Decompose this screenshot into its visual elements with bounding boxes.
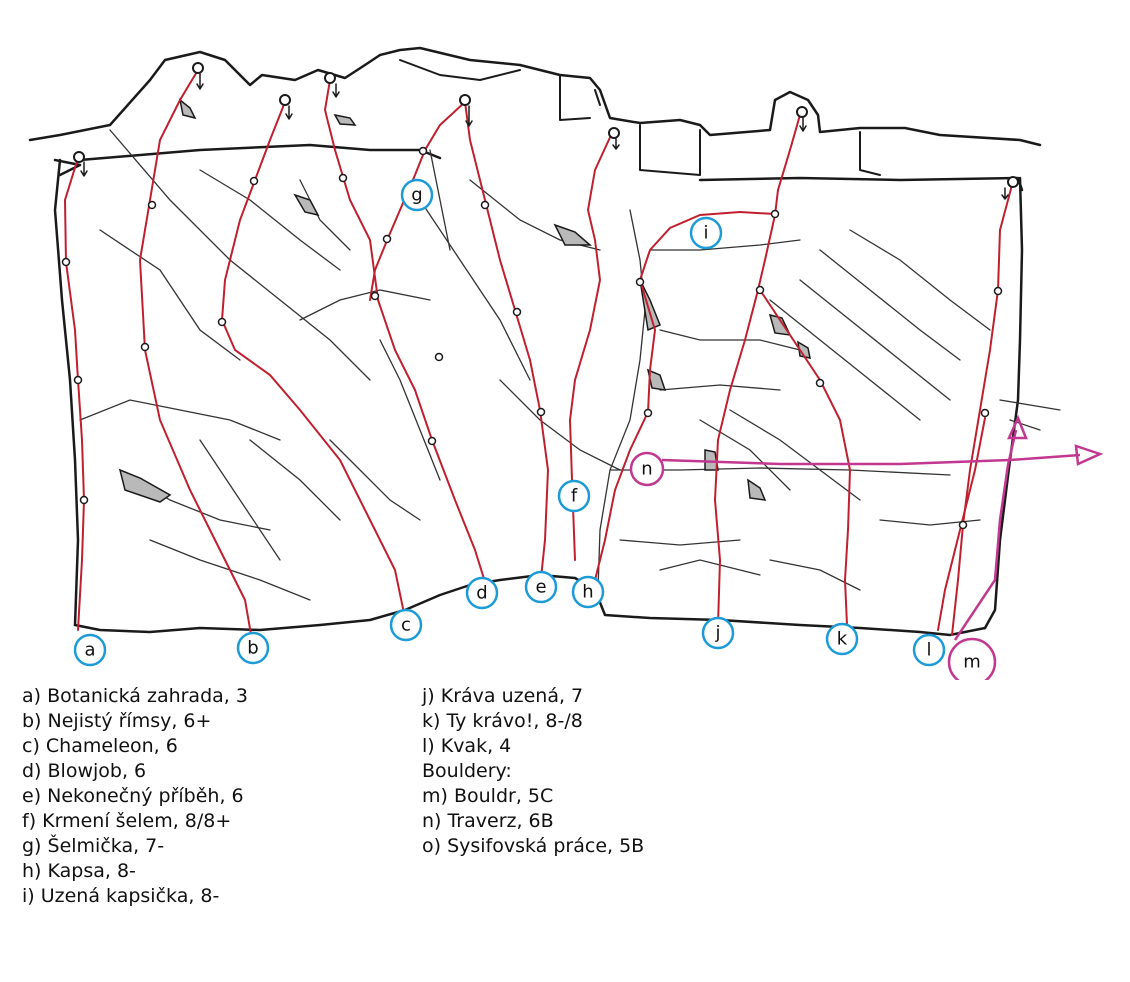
anchor-f	[608, 127, 620, 150]
marker-f: f	[557, 479, 591, 513]
anchors	[73, 62, 1019, 200]
marker-d: d	[465, 576, 499, 610]
marker-c: c	[389, 608, 423, 642]
legend-item: a) Botanická zahrada, 3	[22, 685, 248, 707]
anchor-e	[459, 94, 473, 127]
legend-item: l) Kvak, 4	[422, 735, 512, 757]
marker-b: b	[236, 631, 270, 665]
legend-item: b) Nejistý římsy, 6+	[22, 710, 212, 732]
legend-item: i) Uzená kapsička, 8-	[22, 885, 220, 907]
marker-n: n	[629, 451, 665, 487]
marker-h-label: h	[582, 582, 593, 603]
legend-item: j) Kráva uzená, 7	[422, 685, 584, 707]
route-legend-left: a) Botanická zahrada, 3 b) Nejistý římsy…	[22, 684, 248, 909]
anchor-a	[73, 151, 88, 177]
route-c-line	[220, 101, 406, 619]
route-l-second-line	[937, 417, 986, 631]
boulder-lines	[661, 414, 1104, 641]
legend-item: f) Krmení šelem, 8/8+	[22, 810, 232, 832]
marker-i: i	[689, 216, 723, 250]
marker-d-label: d	[476, 583, 487, 604]
anchor-b	[192, 62, 204, 90]
route-l-line	[951, 184, 1013, 636]
rock-cracks	[79, 129, 1061, 601]
route-h-line	[594, 279, 657, 581]
marker-f-label: f	[571, 486, 578, 507]
marker-m-label: m	[963, 652, 981, 673]
marker-m: m	[947, 637, 997, 680]
marker-k: k	[825, 622, 859, 656]
marker-b-label: b	[247, 638, 258, 659]
traverse-arrowhead	[1074, 444, 1104, 466]
route-e-line	[464, 101, 550, 579]
marker-l: l	[912, 633, 946, 667]
marker-j: j	[701, 616, 735, 650]
route-i-line	[639, 210, 776, 281]
rock-outline	[28, 46, 1042, 637]
marker-a-label: a	[84, 640, 95, 661]
route-k-line	[759, 289, 852, 626]
legend-item: e) Nekonečný příběh, 6	[22, 785, 244, 807]
boulder-m-line	[953, 429, 1018, 641]
anchor-c	[279, 94, 293, 120]
marker-e-label: e	[535, 577, 546, 598]
marker-j-label: j	[714, 623, 720, 644]
marker-e: e	[524, 570, 558, 604]
anchor-j	[796, 106, 808, 132]
marker-i-label: i	[703, 223, 708, 244]
marker-h: h	[571, 575, 605, 609]
anchor-d	[324, 72, 340, 98]
bolts	[61, 146, 1003, 530]
legend-item: h) Kapsa, 8-	[22, 860, 136, 882]
route-j-line	[713, 114, 801, 626]
marker-g-label: g	[411, 185, 422, 206]
marker-a: a	[73, 633, 107, 667]
boulder-n-traverse	[661, 453, 1081, 466]
route-d-line	[323, 79, 486, 583]
marker-l-label: l	[926, 640, 931, 661]
route-legend-right: j) Kráva uzená, 7 k) Ty krávo!, 8-/8 l) …	[422, 684, 644, 859]
legend-heading: Bouldery:	[422, 760, 512, 782]
route-b-line	[138, 69, 253, 641]
route-markers: a b c d e f g h i j k l	[73, 178, 946, 667]
legend-item: g) Šelmička, 7-	[22, 835, 165, 857]
legend-item: m) Bouldr, 5C	[422, 785, 554, 807]
crag-topo-drawing: a b c d e f g h i j k l m n	[28, 46, 1104, 680]
anchor-l	[1001, 176, 1019, 200]
route-a-line	[63, 157, 86, 631]
marker-k-label: k	[837, 629, 848, 650]
legend-item: c) Chameleon, 6	[22, 735, 178, 757]
rock-pockets	[118, 98, 811, 503]
legend-item: o) Sysifovská práce, 5B	[422, 835, 645, 857]
marker-c-label: c	[401, 615, 411, 636]
boulder-markers: m n	[629, 451, 997, 680]
legend-item: d) Blowjob, 6	[22, 760, 147, 782]
route-f-line	[568, 132, 613, 561]
legend-item: n) Traverz, 6B	[422, 810, 554, 832]
legend-item: k) Ty krávo!, 8-/8	[422, 710, 583, 732]
marker-n-label: n	[641, 459, 652, 480]
marker-g: g	[400, 178, 434, 212]
boulder-m-arrowhead	[1007, 414, 1028, 440]
routes	[63, 69, 1013, 641]
